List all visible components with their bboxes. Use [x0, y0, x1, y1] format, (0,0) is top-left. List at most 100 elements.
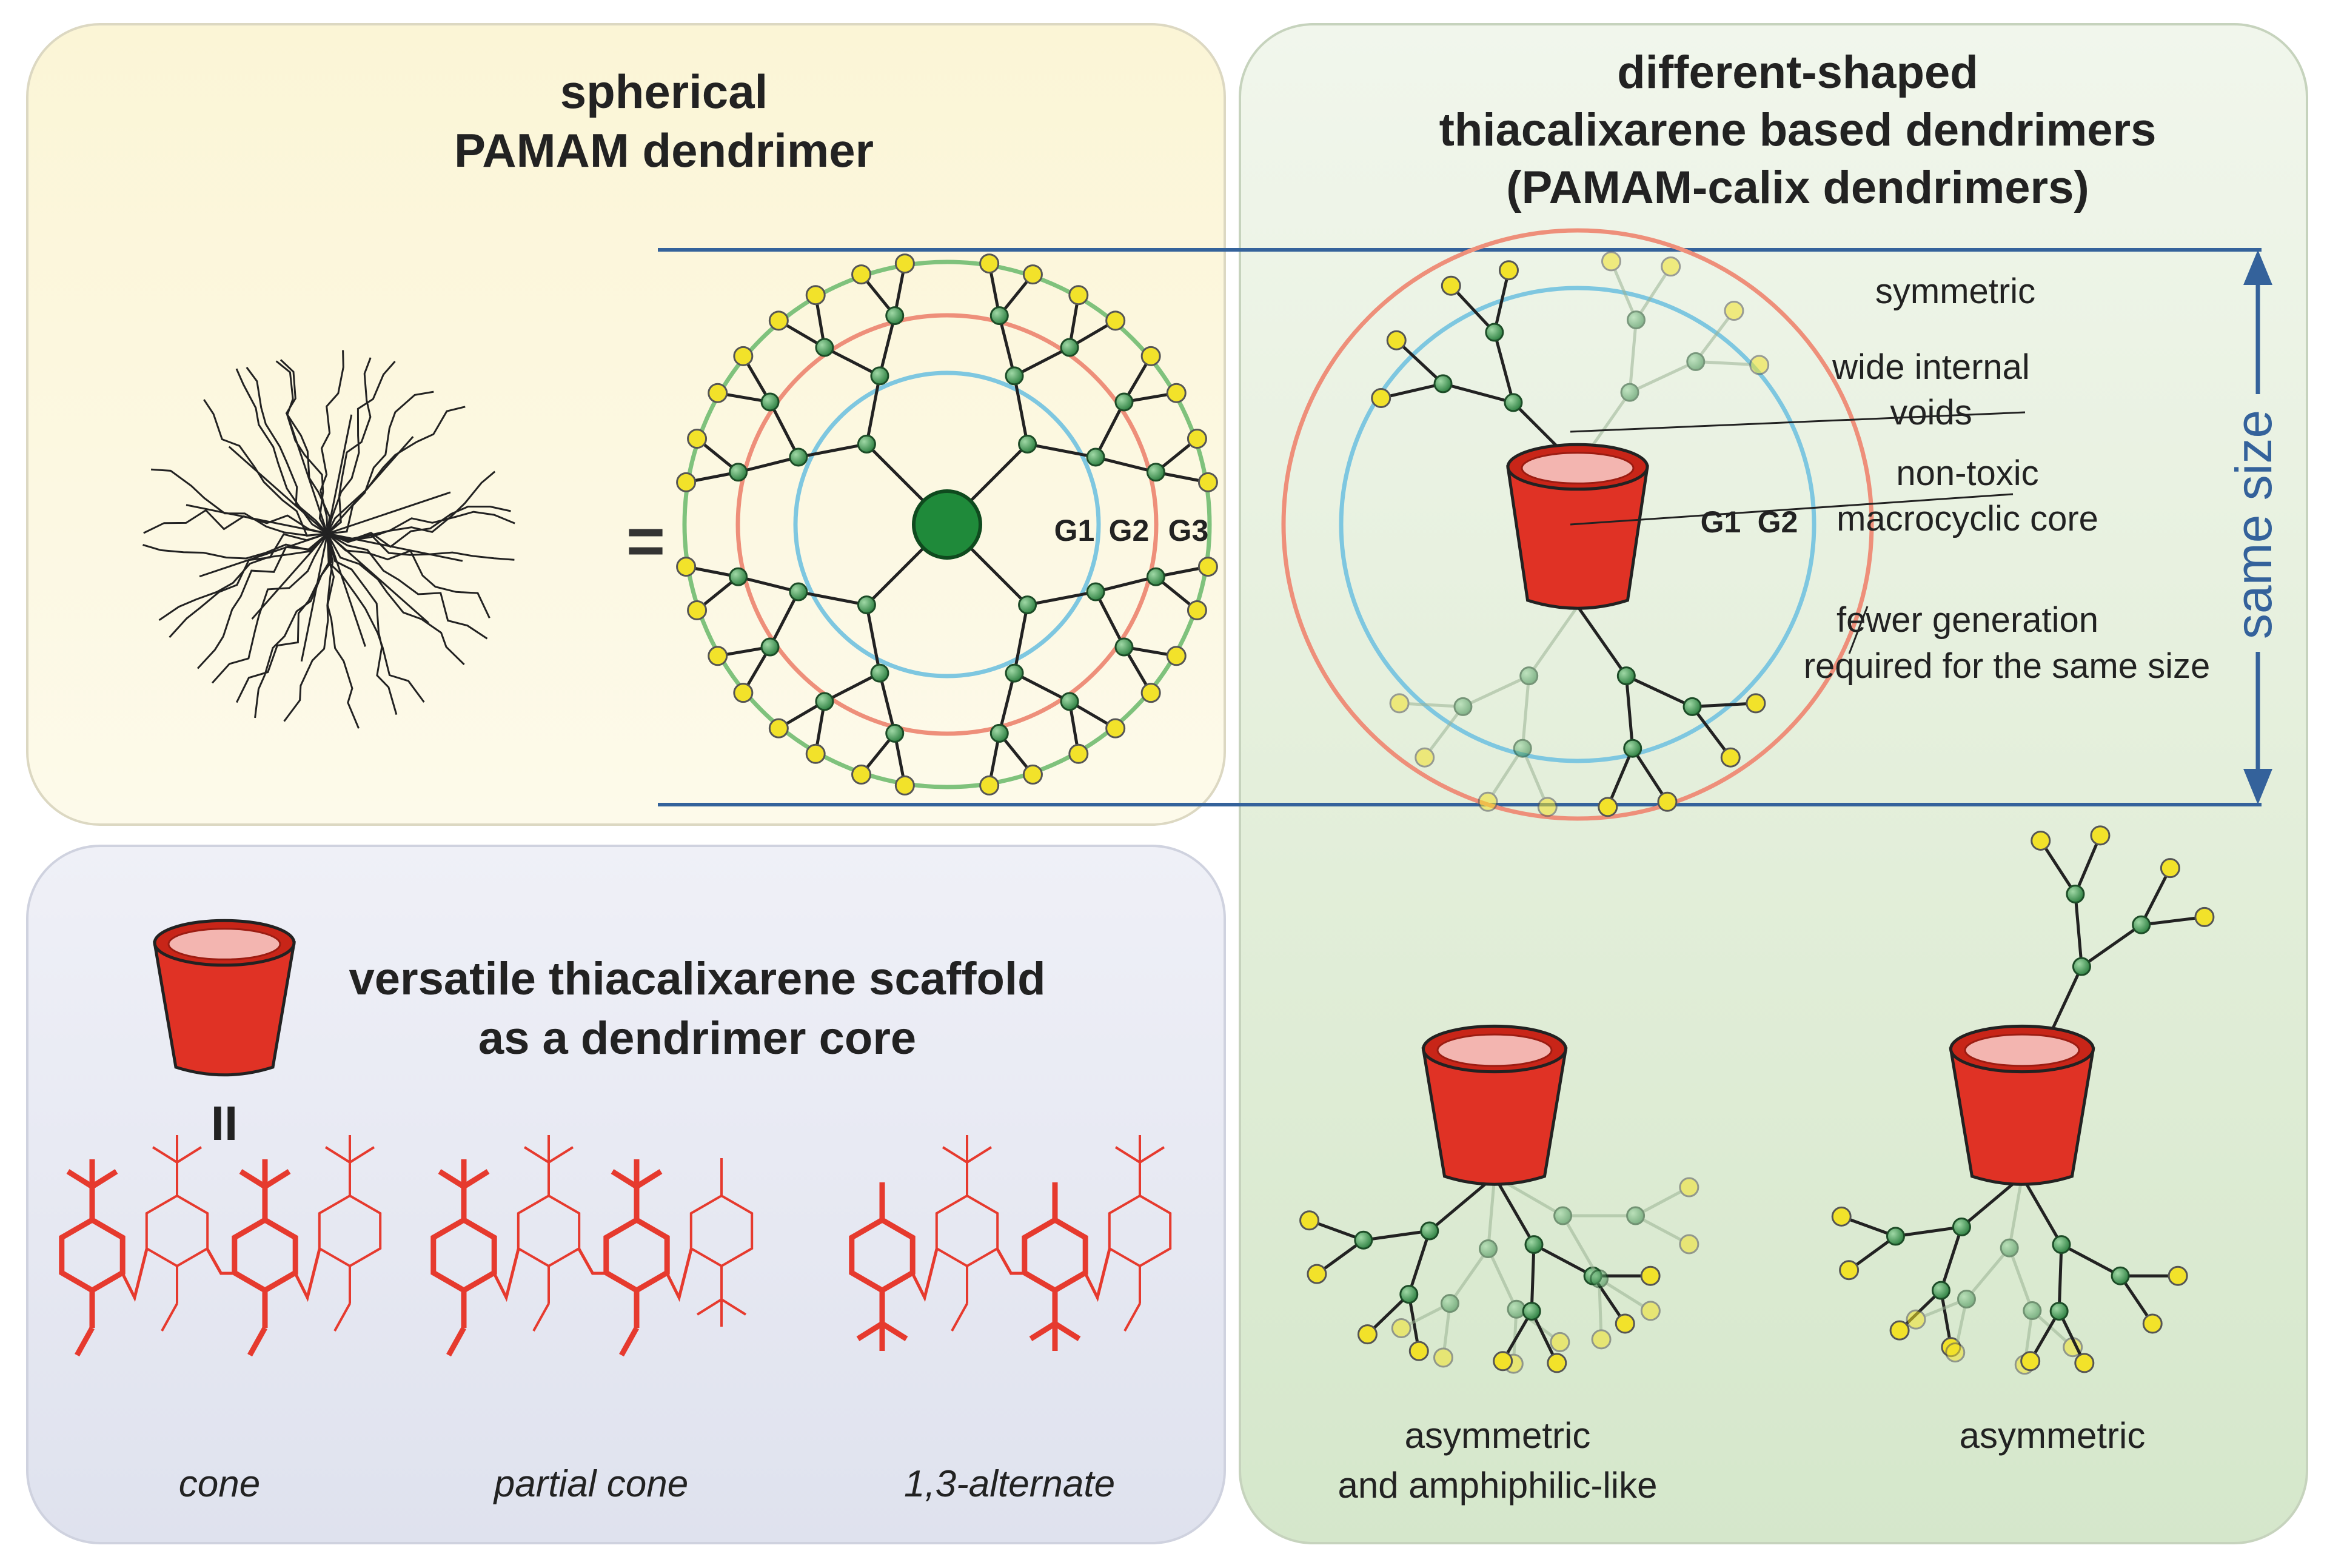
annotation-voids-line2: voids: [1890, 393, 1972, 432]
annotation-symmetric: symmetric: [1875, 272, 2035, 311]
branch-node: [1086, 582, 1105, 601]
spherical-dendrimer-schematic: [676, 253, 1218, 796]
scaffold-title-line2: as a dendrimer core: [478, 1013, 916, 1064]
pamam-bond-chain: [327, 357, 372, 535]
terminal-node: [676, 557, 697, 577]
terminal-node: [851, 264, 872, 285]
ring-g3: [682, 260, 1212, 789]
branch-node: [789, 447, 808, 467]
scaffold-panel: [26, 845, 1226, 1544]
partial-cone-conformer-structure: [430, 1135, 754, 1357]
terminal-node: [1140, 346, 1161, 366]
pamam-chemical-structure: [142, 350, 515, 729]
asymmetric-dendrimer: [1831, 825, 2215, 1375]
terminal-node: [1068, 285, 1089, 306]
terminal-node: [687, 600, 708, 620]
label-g3-sphere: G3: [1168, 514, 1209, 548]
pamam-title-line2: PAMAM dendrimer: [454, 124, 874, 177]
pamam-bond-chain: [151, 468, 328, 537]
pamam-bond-chain: [287, 418, 329, 534]
amphiphilic-dendrimer: [1299, 1174, 1699, 1374]
branch-node: [885, 306, 905, 326]
terminal-node: [851, 764, 872, 785]
pamam-bond-chain: [228, 446, 328, 535]
label-amph-line2: and amphiphilic-like: [1338, 1465, 1658, 1506]
terminal-node: [1022, 764, 1043, 785]
annotation-fewer-pointer: [1848, 606, 1869, 654]
branch-node: [1146, 463, 1165, 482]
pamam-bond-chain: [158, 532, 329, 622]
label-partial-cone: partial cone: [493, 1463, 689, 1505]
branch-node: [1086, 447, 1105, 467]
branch: [1576, 605, 1766, 817]
branch-node: [760, 392, 780, 412]
terminal-node: [1022, 264, 1043, 285]
pamam-bond-chain: [327, 532, 429, 624]
pamam-bond-chain: [143, 509, 328, 535]
annotation-voids-line1: wide internal: [1832, 347, 2030, 387]
ring-g2: [735, 313, 1159, 736]
branch-node: [1060, 338, 1079, 357]
branch-node: [885, 723, 905, 743]
annotation-core-line1: non-toxic: [1896, 454, 2038, 493]
terminal-node: [1068, 743, 1089, 764]
pamam-bond-chain: [326, 361, 396, 534]
terminal-node: [894, 253, 915, 274]
alternate-conformer-structure: [849, 1135, 1172, 1351]
asymmetric-core-cup: [1949, 1024, 2095, 1186]
pamam-bond-chain: [326, 533, 465, 665]
cup-opening: [167, 928, 281, 960]
pamam-bond-chain: [203, 399, 328, 537]
terminal-node: [1105, 718, 1126, 739]
pamam-bond-chain: [326, 532, 491, 618]
calixarene-core-cup: [1506, 443, 1649, 610]
branch-node: [729, 567, 748, 586]
ring-g1: [793, 370, 1101, 678]
pamam-bond-chain: [235, 533, 330, 703]
scaffold-equals: II: [211, 1096, 238, 1150]
tree-nodes: [676, 253, 1218, 796]
calix-ring-g1: [1339, 286, 1816, 763]
terminal-node: [1187, 600, 1207, 620]
pamam-bond-chain: [320, 350, 344, 534]
cup-body: [1506, 465, 1649, 610]
terminal-node: [768, 310, 789, 331]
annotation-core-pointer: [1570, 493, 2014, 526]
label-g2-sphere: G2: [1109, 514, 1150, 548]
terminal-node: [805, 743, 826, 764]
label-g1-sphere: G1: [1054, 514, 1095, 548]
pamam-bond-chain: [327, 506, 511, 548]
pamam-bond-chain: [326, 533, 366, 647]
branch-node: [1114, 392, 1134, 412]
branch-node: [729, 463, 748, 482]
terminal-node: [676, 472, 697, 492]
branch-node: [870, 663, 889, 683]
terminal-node: [708, 646, 728, 666]
amphiphilic-core-cup: [1421, 1024, 1568, 1186]
pamam-bond-chain: [186, 504, 328, 535]
pamam-bond-chain: [326, 436, 414, 534]
branch-node: [1146, 567, 1165, 586]
pamam-bond-chain: [326, 533, 398, 715]
terminal-node: [1187, 429, 1207, 449]
terminal-node: [1197, 557, 1218, 577]
terminal-node: [894, 775, 915, 796]
pamam-bond-chain: [326, 414, 353, 534]
branch-node: [815, 692, 834, 711]
branch-node: [857, 434, 876, 454]
branch: [1299, 1175, 1496, 1361]
pamam-bond-chain: [326, 406, 466, 534]
branch-node: [989, 723, 1009, 743]
terminal-node: [1197, 472, 1218, 492]
same-size-arrow: [2243, 250, 2272, 805]
scaffold-title-line1: versatile thiacalixarene scaffold: [349, 953, 1045, 1005]
terminal-node: [1166, 383, 1187, 403]
pamam-bond-chain: [327, 390, 434, 535]
faded-branch: [1576, 251, 1770, 468]
branch-node: [989, 306, 1009, 326]
branch-node: [1018, 595, 1037, 615]
pamam-bond-chain: [283, 533, 334, 722]
calix-title-line2: thiacalixarene based dendrimers: [1439, 104, 2157, 156]
pamam-bond-chain: [327, 532, 488, 640]
